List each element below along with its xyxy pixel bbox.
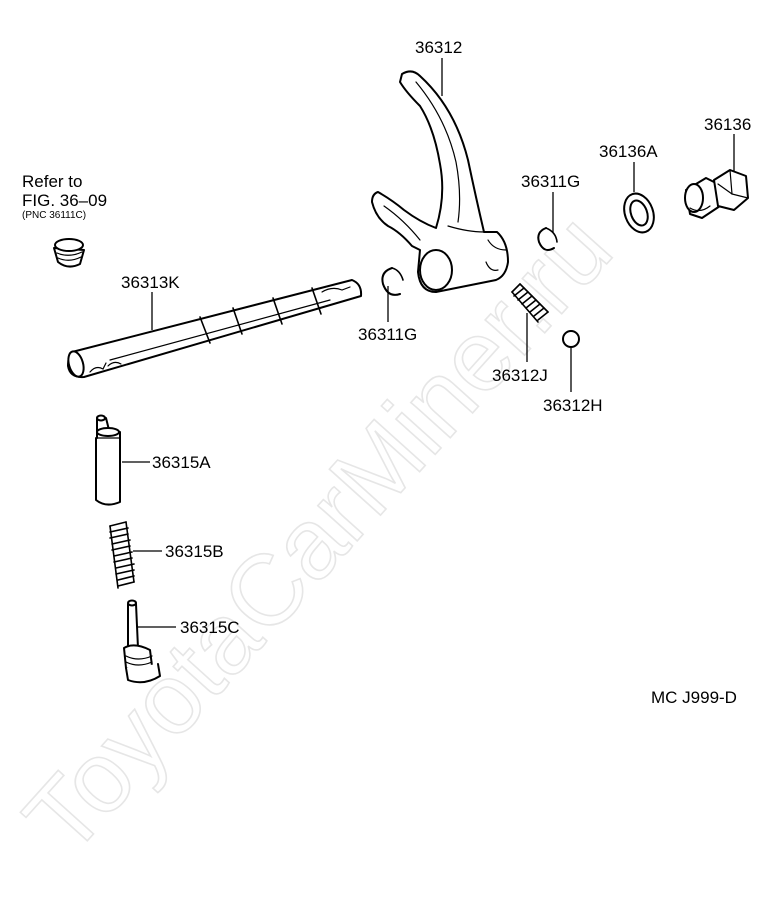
plug-part bbox=[53, 238, 85, 268]
spring-36315B-part bbox=[109, 521, 135, 589]
label-36312J: 36312J bbox=[492, 366, 548, 385]
pin-36315A-part bbox=[95, 414, 121, 506]
spring-36312J-part bbox=[511, 283, 549, 323]
label-36315C: 36315C bbox=[180, 618, 240, 637]
label-36312: 36312 bbox=[415, 38, 462, 57]
refer-note-line3: (PNC 36111C) bbox=[22, 210, 86, 221]
plunger-36315C-part bbox=[123, 599, 161, 684]
snap-ring-lower-part bbox=[381, 267, 404, 296]
refer-note-line2: FIG. 36–09 bbox=[22, 191, 107, 210]
label-36312H: 36312H bbox=[543, 396, 603, 415]
label-36311G-lower: 36311G bbox=[358, 325, 417, 344]
leader-lines bbox=[122, 58, 735, 628]
label-36315B: 36315B bbox=[165, 542, 224, 561]
ball-part bbox=[562, 330, 580, 348]
gasket-part bbox=[623, 192, 655, 234]
snap-ring-upper-part bbox=[537, 227, 558, 251]
drain-plug-part bbox=[684, 169, 749, 219]
refer-note-line1: Refer to bbox=[22, 172, 82, 191]
label-36136A: 36136A bbox=[599, 142, 658, 161]
label-36136: 36136 bbox=[704, 115, 751, 134]
label-36311G-upper: 36311G bbox=[521, 172, 580, 191]
label-36313K: 36313K bbox=[121, 273, 180, 292]
figure-code: MC J999-D bbox=[651, 688, 737, 707]
shift-shaft-part bbox=[67, 279, 363, 379]
shift-fork-part bbox=[371, 70, 509, 293]
label-36315A: 36315A bbox=[152, 453, 211, 472]
